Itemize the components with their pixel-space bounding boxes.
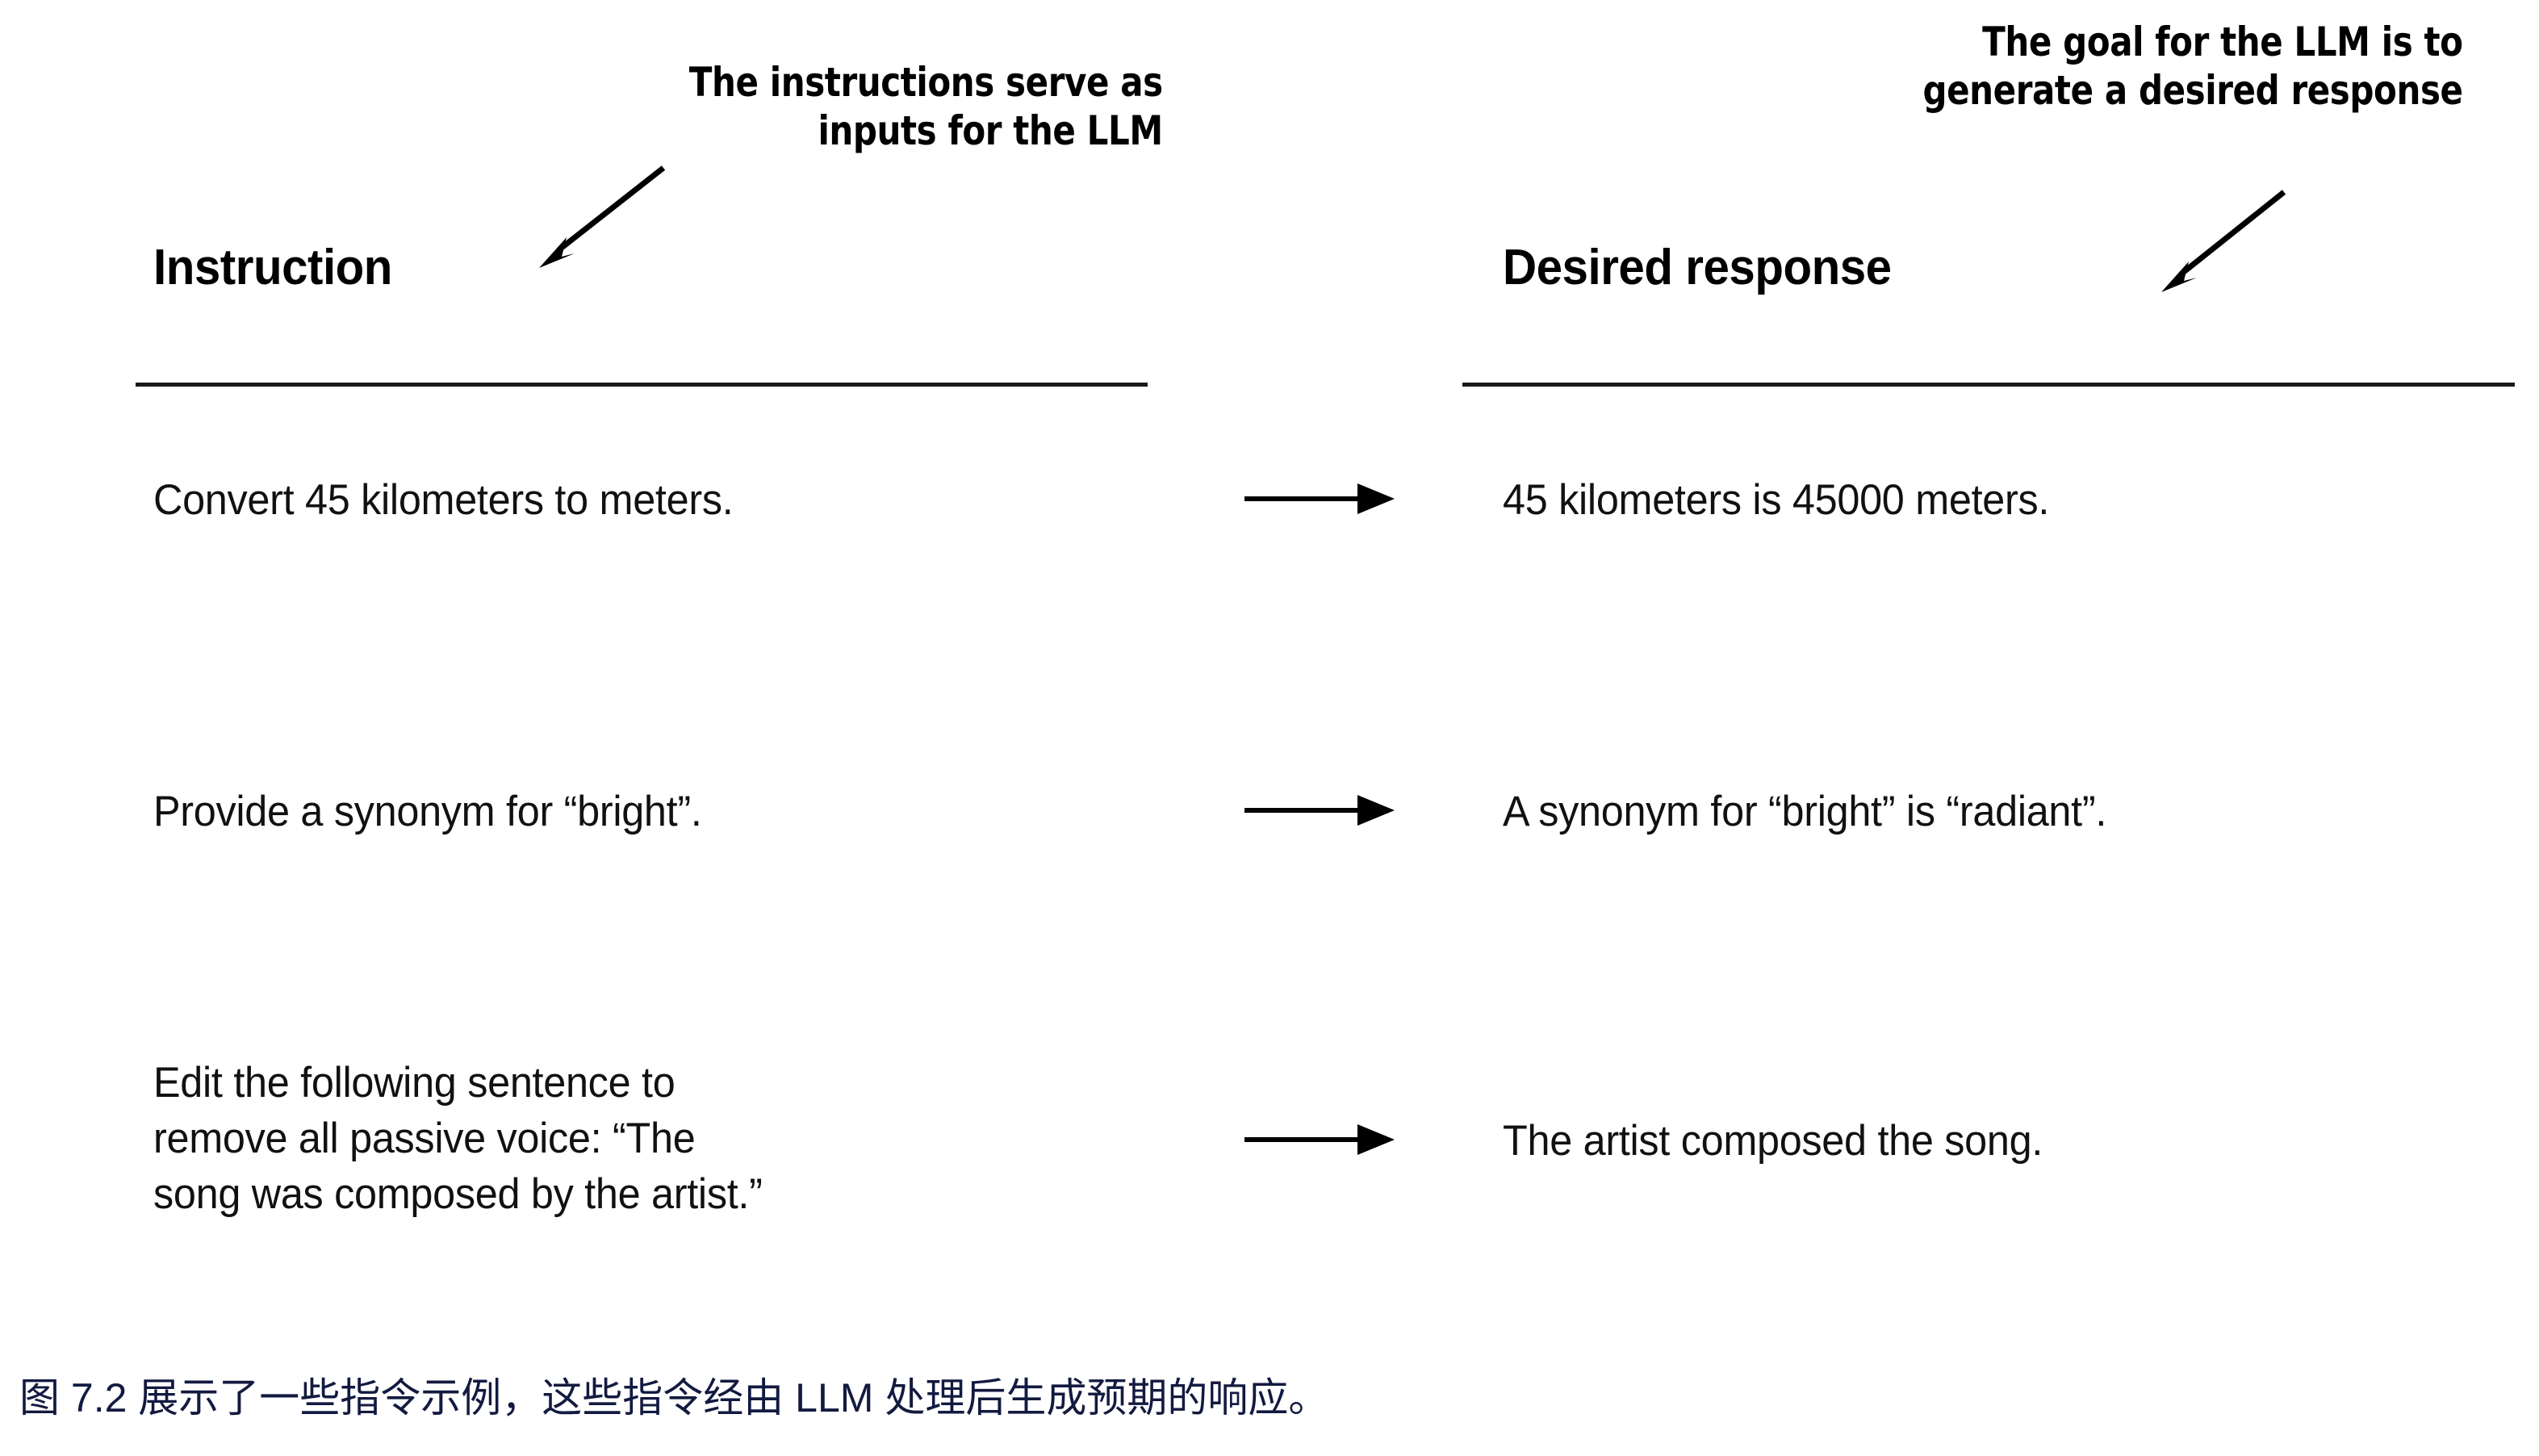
desired-response-column-header: Desired response — [1503, 240, 1892, 295]
instruction-text: Edit the following sentence to remove al… — [153, 1059, 763, 1218]
instruction-column-header: Instruction — [153, 240, 392, 295]
instruction-callout-line-2: inputs for the LLM — [818, 107, 1163, 154]
instruction-callout-line-1: The instructions serve as — [688, 59, 1163, 106]
instruction-column-divider — [136, 383, 1148, 387]
response-text: The artist composed the song. — [1503, 1117, 2043, 1165]
instruction-text: Convert 45 kilometers to meters. — [153, 476, 734, 524]
maps-to-arrow-icon — [1244, 1124, 1395, 1155]
example-row: Convert 45 kilometers to meters. 45 kilo… — [0, 452, 2539, 557]
response-callout-arrow-icon — [2161, 190, 2286, 292]
instruction-text: Provide a synonym for “bright”. — [153, 788, 702, 835]
response-callout-note: The goal for the LLM is to generate a de… — [1922, 18, 2463, 115]
desired-response-column-divider — [1462, 383, 2515, 387]
response-text: A synonym for “bright” is “radiant”. — [1503, 788, 2107, 835]
response-text: 45 kilometers is 45000 meters. — [1503, 476, 2050, 524]
instruction-callout-arrow-icon — [539, 165, 666, 268]
example-row: Edit the following sentence to remove al… — [0, 1040, 2539, 1266]
response-callout-line-1: The goal for the LLM is to — [1982, 19, 2463, 65]
figure-caption: 图 7.2 展示了一些指令示例，这些指令经由 LLM 处理后生成预期的响应。 — [19, 1375, 1329, 1420]
instruction-callout-note: The instructions serve as inputs for the… — [689, 58, 1163, 155]
response-callout-line-2: generate a desired response — [1922, 67, 2463, 114]
maps-to-arrow-icon — [1244, 795, 1395, 826]
maps-to-arrow-icon — [1244, 483, 1395, 514]
example-row: Provide a synonym for “bright”. A synony… — [0, 764, 2539, 868]
